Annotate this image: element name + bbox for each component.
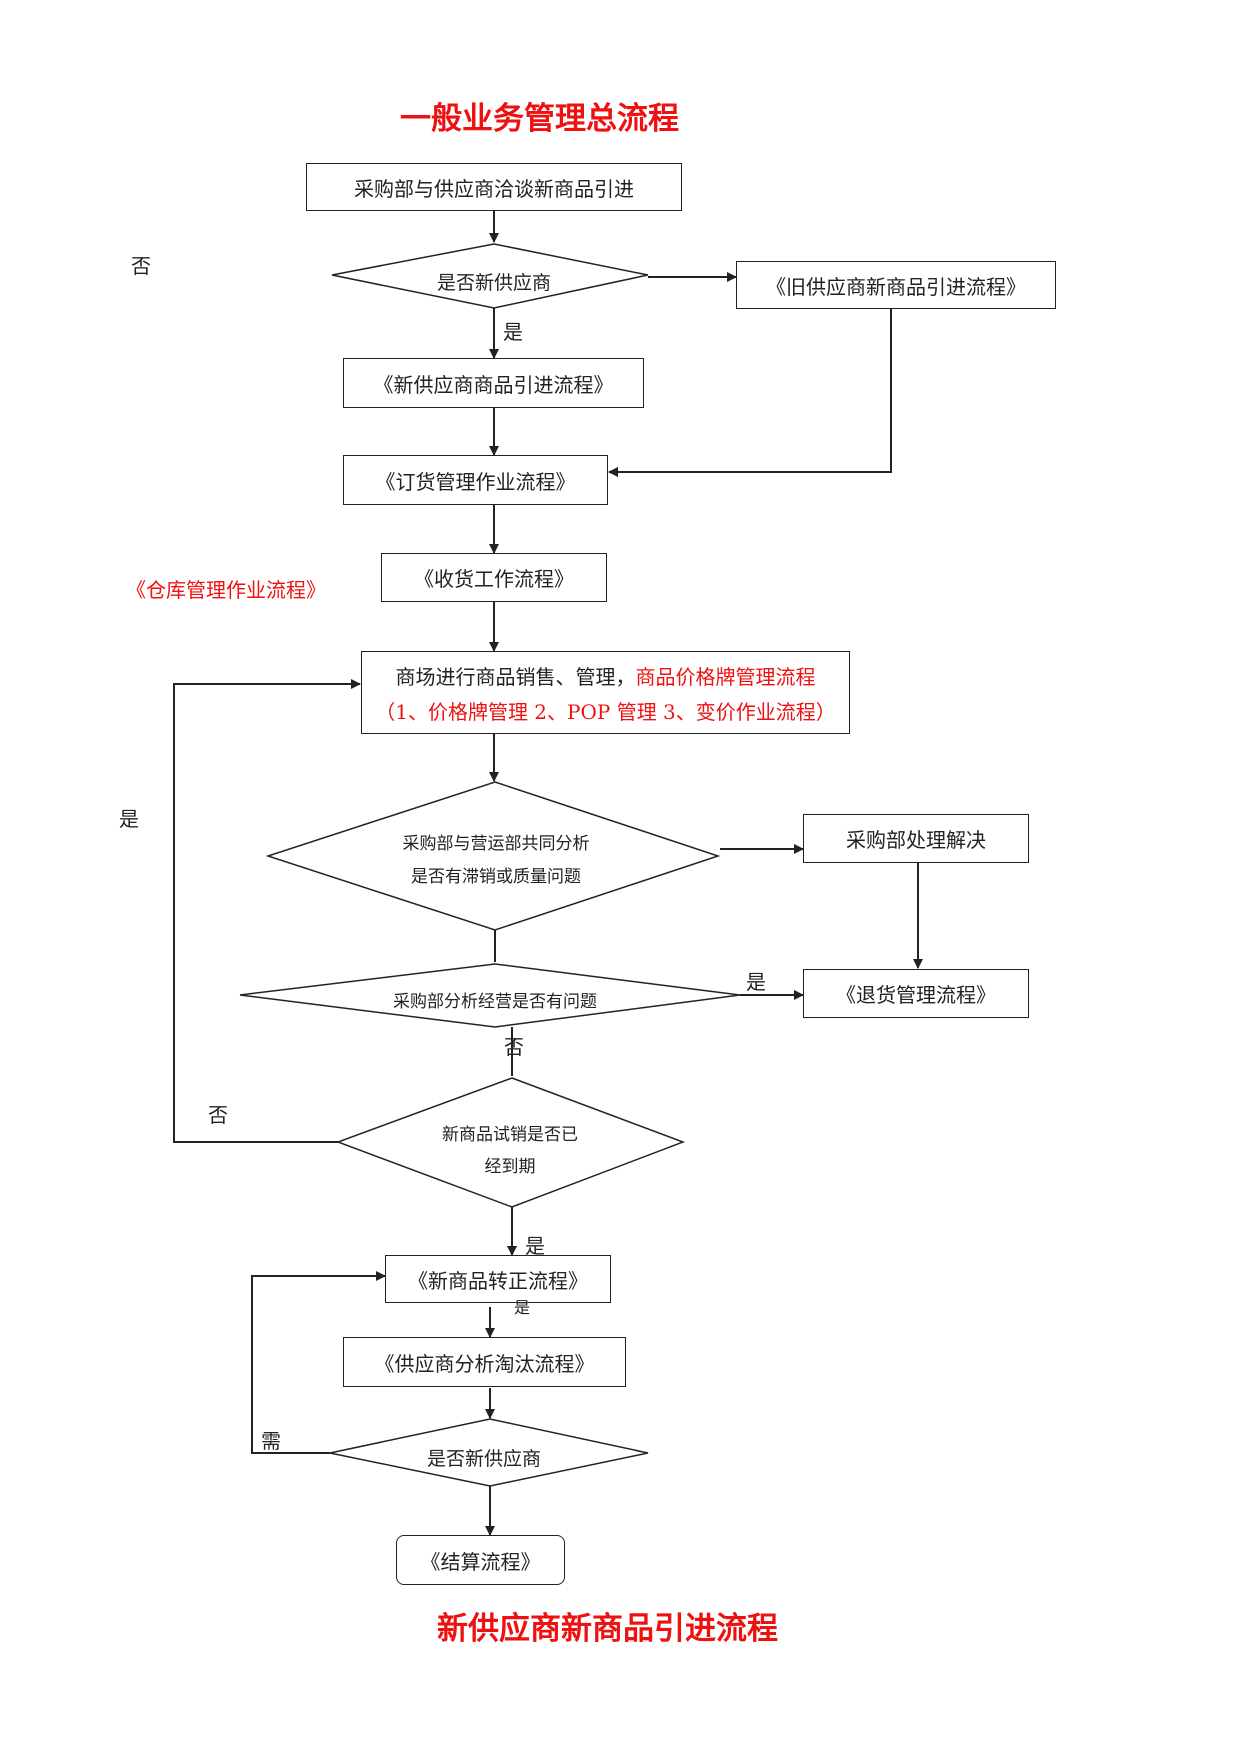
store-operations-box: 商场进行商品销售、管理，商品价格牌管理流程 （1、价格牌管理 2、POP 管理 … [361, 651, 850, 734]
old-supplier-flow-box: 《旧供应商新商品引进流程》 [736, 261, 1056, 309]
label-yes-new-supplier: 是 [503, 320, 523, 344]
regularize-flow-box: 《新商品转正流程》 [385, 1255, 611, 1303]
decision-trial-line2: 经到期 [484, 1157, 536, 1177]
label-no-top: 否 [131, 254, 151, 278]
receiving-flow-box: 《收货工作流程》 [381, 553, 607, 602]
label-no-left: 否 [208, 1103, 228, 1127]
label-need: 需 [261, 1429, 281, 1453]
new-supplier-flow-box: 《新供应商商品引进流程》 [343, 358, 644, 408]
decision-analysis-line2: 是否有滞销或质量问题 [411, 867, 581, 887]
store-operations-line1: 商场进行商品销售、管理，商品价格牌管理流程 [396, 661, 816, 690]
label-yes-return: 是 [746, 970, 766, 994]
purchasing-resolve-box: 采购部处理解决 [803, 814, 1029, 863]
decision-new-supplier-text: 是否新供应商 [436, 272, 551, 294]
start-box: 采购部与供应商洽谈新商品引进 [306, 163, 682, 211]
page-title: 一般业务管理总流程 [400, 101, 679, 137]
decision-diamond-operation [239, 963, 741, 1028]
label-no-under-operation: 否 [504, 1035, 524, 1059]
supplier-elimination-flow-box: 《供应商分析淘汰流程》 [343, 1337, 626, 1387]
decision-trial-line1: 新商品试销是否已 [442, 1125, 578, 1145]
label-yes-left: 是 [119, 807, 139, 831]
order-flow-box: 《订货管理作业流程》 [343, 455, 608, 505]
store-operations-text: 商场进行商品销售、管理， [395, 664, 636, 689]
decision-diamond-analysis [265, 781, 721, 931]
return-flow-box: 《退货管理流程》 [803, 969, 1029, 1018]
decision-operation-text: 采购部分析经营是否有问题 [393, 992, 597, 1012]
store-operations-line2: （1、价格牌管理 2、POP 管理 3、变价作业流程） [375, 699, 836, 724]
section-title-next: 新供应商新商品引进流程 [437, 1611, 778, 1647]
decision-analysis-line1: 采购部与营运部共同分析 [402, 834, 590, 854]
price-tag-flow-link: 商品价格牌管理流程 [635, 664, 816, 689]
label-yes-trial: 是 [525, 1234, 545, 1258]
warehouse-flow-link: 《仓库管理作业流程》 [126, 578, 326, 602]
settlement-flow-box: 《结算流程》 [396, 1535, 565, 1585]
label-yes-under-regularize: 是 [514, 1298, 531, 1317]
decision-new-supplier-2-text: 是否新供应商 [426, 1448, 541, 1470]
